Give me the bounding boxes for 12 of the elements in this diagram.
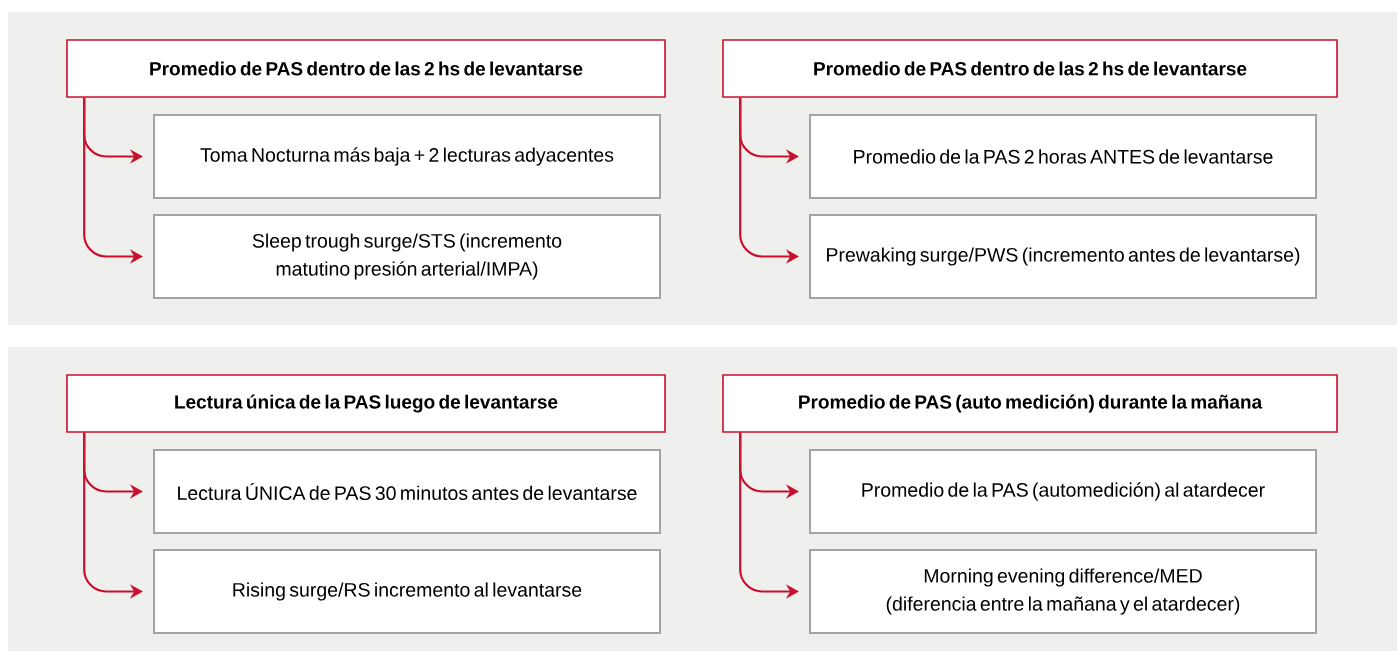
heading-box: Promedio de PAS dentro de las 2 hs de levantarse: [66, 39, 666, 98]
step-box: Lectura ÚNICA de PAS 30 minutos antes de levantarse: [153, 449, 661, 534]
step-box: Promedio de la PAS 2 horas ANTES de levantarse: [809, 114, 1317, 199]
step-box: Promedio de la PAS (automedición) al atardecer: [809, 449, 1317, 534]
heading-box: Lectura única de la PAS luego de levantarse: [66, 374, 666, 433]
step-box: Sleep trough surge/STS (incremento matutino presión arterial/IMPA): [153, 214, 661, 299]
heading-box: Promedio de PAS dentro de las 2 hs de levantarse: [722, 39, 1338, 98]
step-box: Toma Nocturna más baja + 2 lecturas adyacentes: [153, 114, 661, 199]
heading-box: Promedio de PAS (auto medición) durante la mañana: [722, 374, 1338, 433]
step-box: Rising surge/RS incremento al levantarse: [153, 549, 661, 634]
step-box: Prewaking surge/PWS (incremento antes de levantarse): [809, 214, 1317, 299]
step-box: Morning evening difference/MED (diferencia entre la mañana y el atardecer): [809, 549, 1317, 634]
